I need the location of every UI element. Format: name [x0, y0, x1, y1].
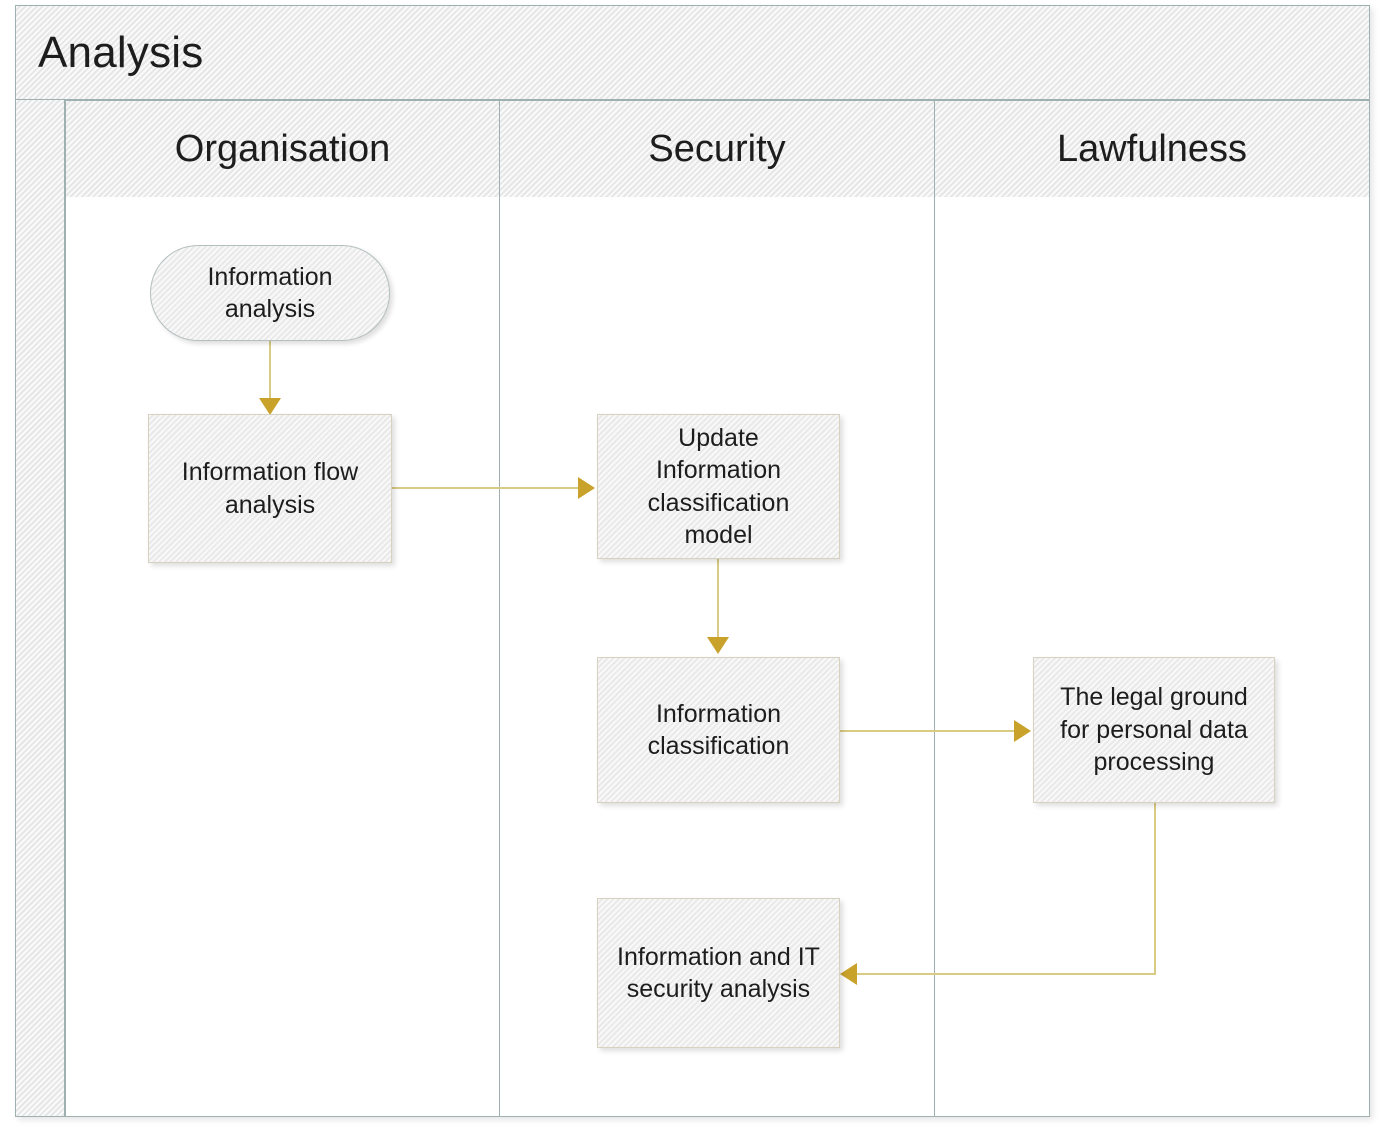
connector-information-flow-analysis-to-update-model [392, 487, 580, 489]
connector-information-classification-to-legal-ground [840, 730, 1017, 732]
arrowhead-left-icon [840, 963, 857, 985]
arrowhead-right-icon [578, 477, 595, 499]
lane-header-security[interactable]: Security [499, 100, 935, 198]
connector-legal-ground-to-it-security-analysis-horizontal [856, 973, 1156, 975]
node-label: The legal ground for personal data proce… [1060, 683, 1248, 777]
pool-title-band: Analysis [15, 5, 1370, 100]
arrowhead-right-icon [1014, 720, 1031, 742]
node-label: Update Information classification model [647, 423, 790, 550]
node-label: Information classification [647, 699, 790, 761]
node-the-legal-ground-for-personal-data-processing[interactable]: The legal ground for personal data proce… [1033, 657, 1275, 803]
node-label: Information analysis [207, 262, 333, 324]
node-information-analysis[interactable]: Information analysis [150, 245, 390, 341]
node-label: Information flow analysis [181, 458, 359, 519]
node-information-flow-analysis[interactable]: Information flow analysis [148, 414, 392, 563]
connector-legal-ground-to-it-security-analysis-vertical [1154, 803, 1156, 975]
node-label: Information and IT security analysis [617, 942, 820, 1004]
node-information-and-it-security-analysis[interactable]: Information and IT security analysis [597, 898, 840, 1048]
lane-header-label: Security [648, 127, 786, 170]
pool-title: Analysis [38, 27, 204, 77]
lane-body-organisation [65, 197, 500, 1117]
connector-information-analysis-to-information-flow-analysis [269, 340, 271, 402]
arrowhead-down-icon [707, 637, 729, 654]
node-update-information-classification-model[interactable]: Update Information classification model [597, 414, 840, 559]
connector-update-model-to-information-classification [717, 559, 719, 639]
pool-left-band [15, 100, 65, 1117]
lane-header-label: Organisation [174, 127, 391, 170]
node-information-classification[interactable]: Information classification [597, 657, 840, 803]
lane-header-label: Lawfulness [1056, 127, 1248, 170]
lane-header-organisation[interactable]: Organisation [65, 100, 500, 198]
arrowhead-down-icon [259, 398, 281, 415]
lane-header-lawfulness[interactable]: Lawfulness [934, 100, 1370, 198]
